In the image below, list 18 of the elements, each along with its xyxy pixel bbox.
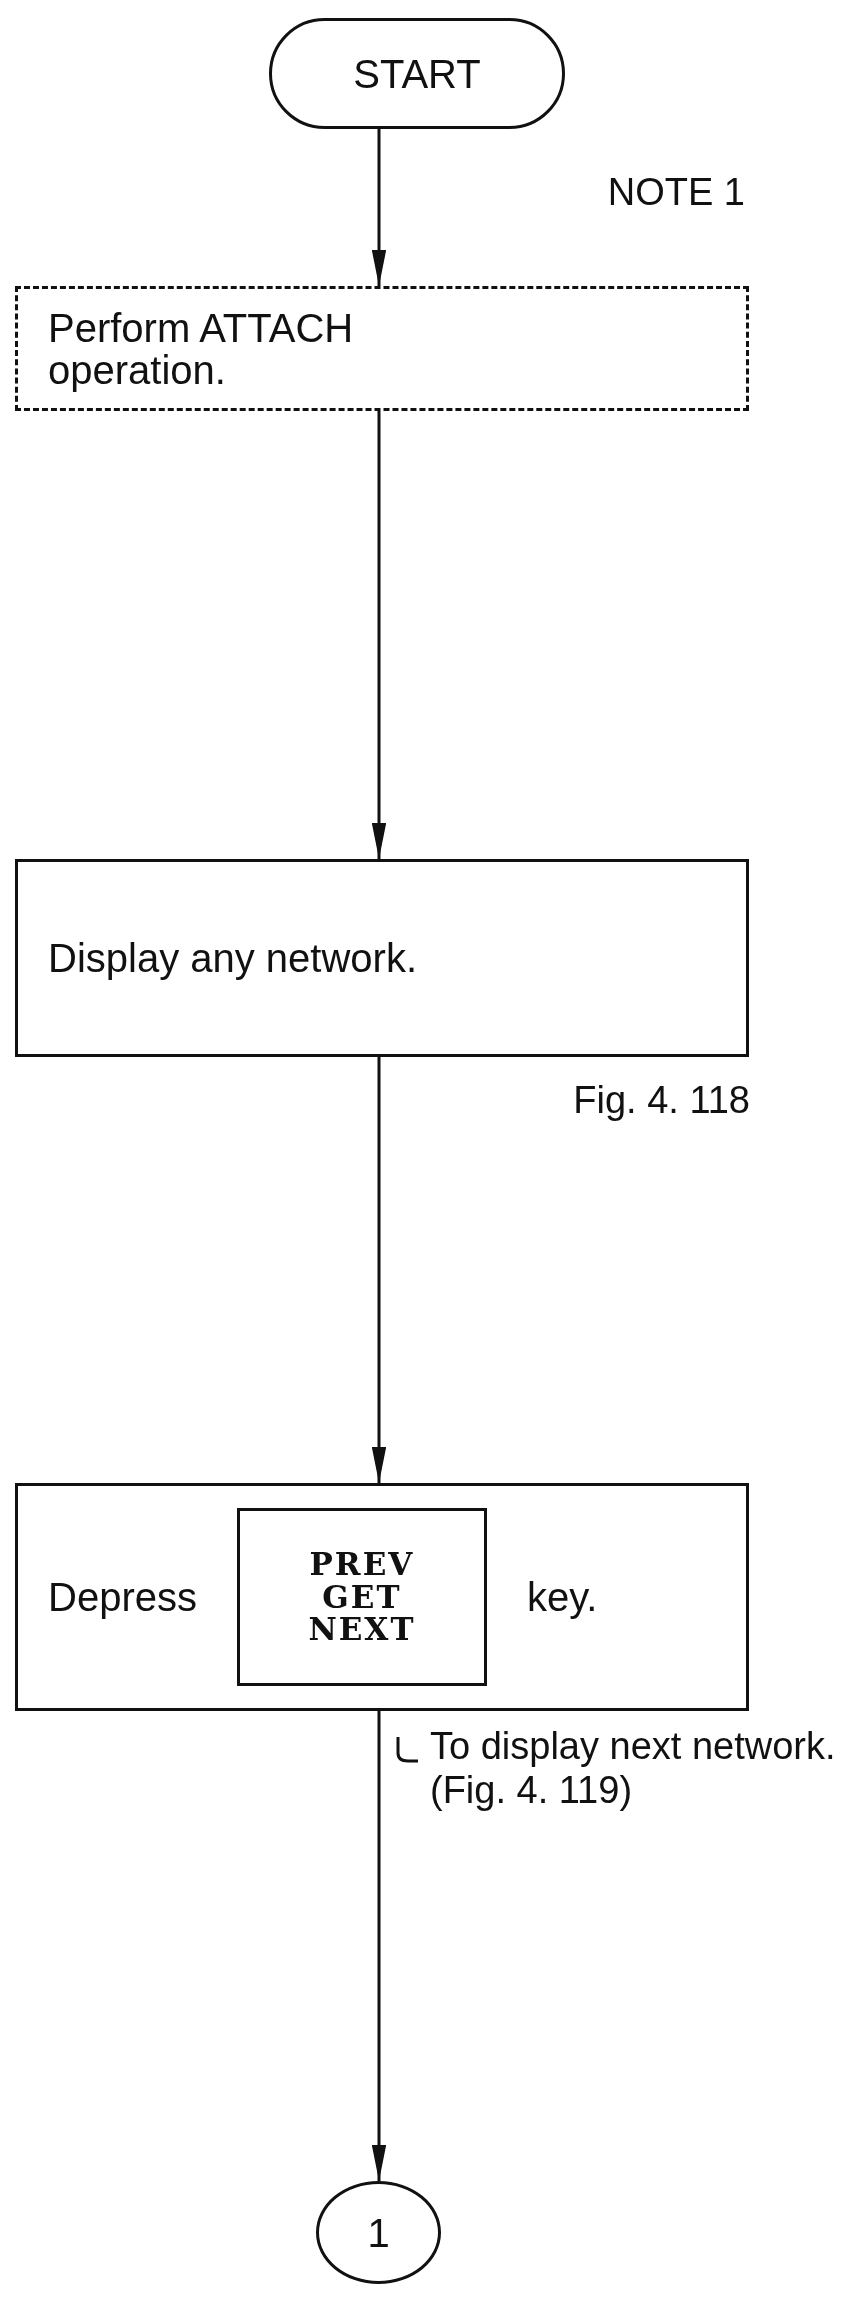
keycap-box	[236, 1508, 487, 1686]
note-text: To display next network. (Fig. 4. 119)	[430, 1725, 837, 1813]
process-box	[15, 1483, 749, 1711]
dashed-process-box	[15, 286, 749, 411]
node-text: key.	[526, 1576, 598, 1618]
node-caption: NOTE 1	[606, 172, 745, 214]
arrow	[371, 129, 387, 286]
node-text: PREV GET NEXT	[307, 1548, 417, 1646]
node-caption: Fig. 4. 118	[572, 1080, 750, 1122]
process-box	[15, 859, 749, 1057]
node-text: Depress	[48, 1576, 197, 1618]
node-text: Display any network.	[48, 937, 418, 979]
node-text: 1	[367, 2211, 390, 2254]
arrow	[371, 411, 387, 859]
arrow	[371, 1711, 387, 2181]
arrow	[371, 1057, 387, 1483]
node-text: START	[353, 52, 481, 95]
node-text: Perform ATTACH operation.	[48, 306, 355, 391]
